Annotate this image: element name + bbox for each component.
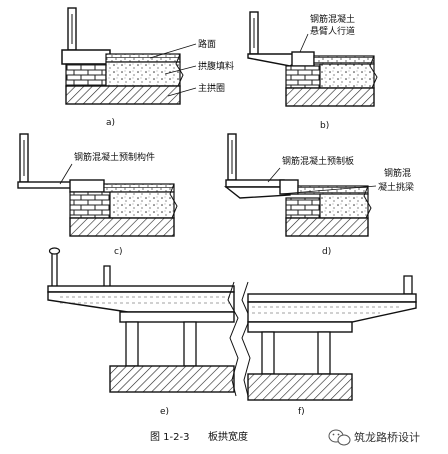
figure-number: 图 1-2-3	[150, 431, 189, 443]
railing-post	[103, 265, 111, 289]
deck-overhang	[247, 301, 417, 323]
fill-material	[319, 193, 369, 219]
cap-beam	[119, 311, 235, 323]
curb-stone	[279, 179, 299, 195]
fill-material	[319, 63, 375, 89]
deck-overhang	[47, 291, 235, 313]
label-main-arch: 主拱圈	[198, 82, 225, 94]
panel-f: f)	[241, 275, 417, 417]
panel-d: 钢筋混凝土预制板 钢筋混 凝土挑梁 d)	[223, 133, 414, 257]
cap-beam	[247, 321, 353, 333]
precast-member	[17, 181, 75, 189]
column-left	[125, 321, 139, 367]
main-arch-ring	[285, 217, 369, 237]
main-arch-ring	[69, 217, 175, 237]
arch-ring	[247, 373, 353, 401]
subfigure-label-e: e)	[160, 407, 169, 417]
column-left	[261, 331, 275, 375]
label-road-surface: 路面	[198, 38, 216, 50]
panel-c: 钢筋混凝土预制构件 c)	[17, 133, 178, 257]
panel-b: 钢筋混凝土 悬臂人行道 b)	[247, 11, 378, 131]
column-right	[183, 321, 197, 367]
watermark-text: 筑龙路桥设计	[354, 430, 420, 444]
fill-material	[105, 61, 181, 87]
subfigure-label-d: d)	[322, 247, 331, 257]
road-surface	[103, 183, 175, 193]
deck-slab	[47, 285, 235, 293]
label-fill-material: 拱腹填料	[198, 60, 234, 72]
lamp-post	[51, 251, 58, 289]
panel-a: 路面 拱腹填料 主拱圈 a)	[61, 7, 234, 128]
curb-stone	[69, 179, 105, 193]
wechat-icon	[328, 429, 351, 446]
label-rc: 钢筋混凝土	[310, 13, 355, 25]
spandrel-masonry	[69, 191, 111, 219]
fill-material	[109, 191, 175, 219]
precast-slab	[225, 179, 285, 188]
spandrel-masonry	[285, 65, 321, 89]
label-rc-bracket-1: 钢筋混	[384, 167, 411, 179]
subfigure-label-a: a)	[106, 118, 115, 128]
subfigure-label-b: b)	[320, 121, 329, 131]
arch-ring	[109, 365, 235, 393]
main-arch-ring	[65, 85, 181, 105]
curb-stone	[61, 49, 111, 65]
figure-title: 板拱宽度	[208, 430, 248, 443]
spandrel-masonry	[65, 63, 107, 87]
subfigure-label-c: c)	[114, 247, 122, 257]
road-surface	[313, 55, 375, 65]
rc-bracket	[223, 186, 291, 199]
spandrel-masonry	[285, 197, 321, 219]
label-precast-slab: 钢筋混凝土预制板	[282, 155, 354, 167]
panel-e: e)	[47, 247, 239, 417]
railing-post	[403, 275, 413, 295]
label-cantilever-sidewalk: 悬臂人行道	[310, 25, 355, 37]
road-surface	[105, 53, 181, 63]
main-arch-ring	[285, 87, 375, 107]
label-precast-member: 钢筋混凝土预制构件	[74, 151, 155, 163]
column-right	[317, 331, 331, 375]
subfigure-label-f: f)	[298, 407, 305, 417]
curb-stone	[291, 51, 315, 67]
deck-slab	[247, 293, 417, 303]
label-rc-bracket-2: 凝土挑梁	[378, 181, 414, 193]
